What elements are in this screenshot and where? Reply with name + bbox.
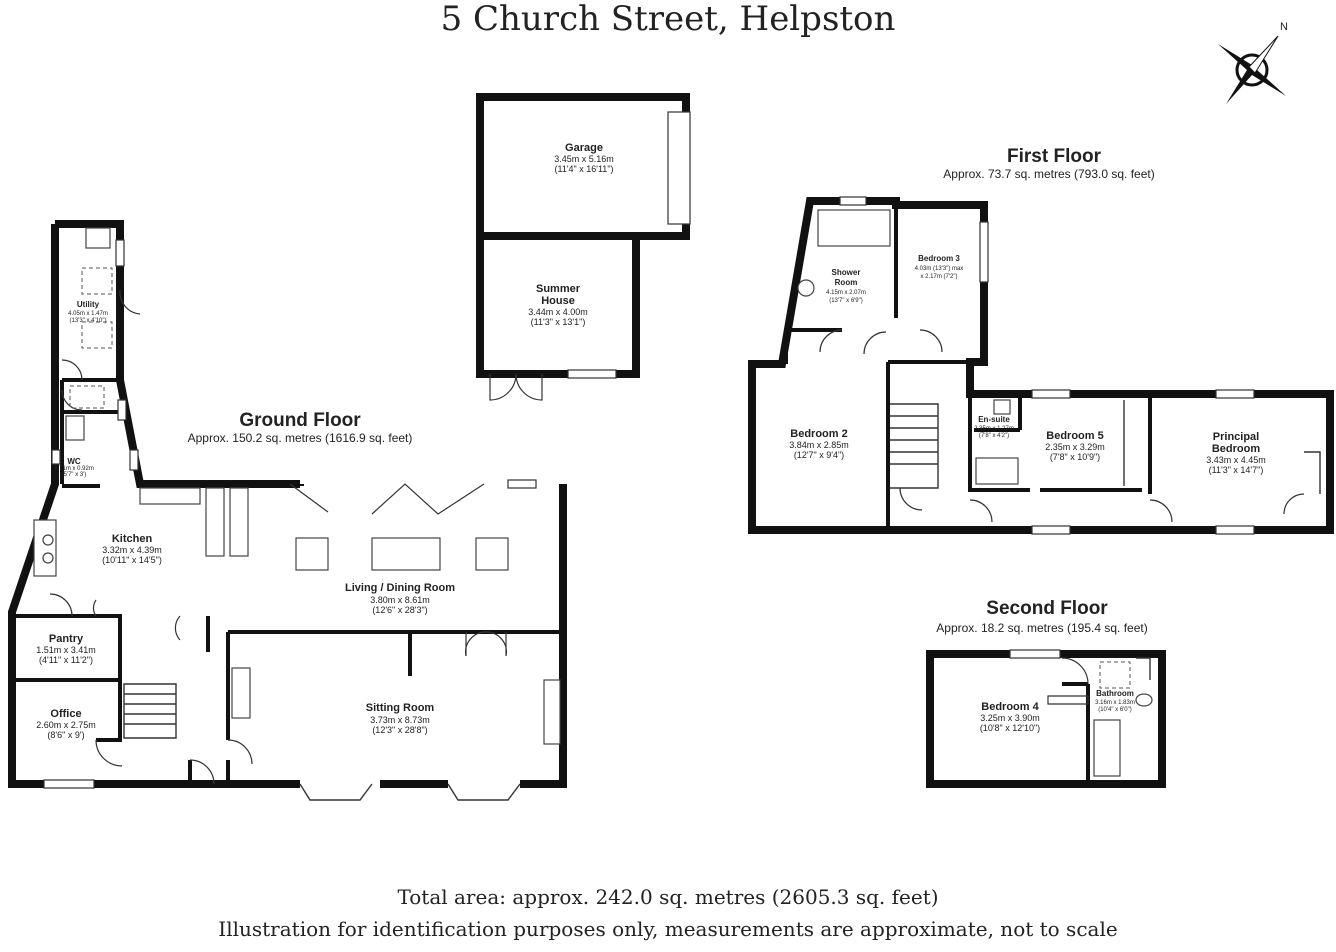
utility-dim-ft: (13'3" x 4'10") bbox=[70, 318, 107, 324]
living-dining-label: Living / Dining Room bbox=[345, 582, 455, 594]
shower-room-dim-ft: (13'7" x 6'9") bbox=[829, 298, 863, 304]
garage-door bbox=[667, 111, 691, 225]
bedroom4-dim-ft: (10'8" x 12'10") bbox=[980, 723, 1040, 733]
shower-tray bbox=[817, 209, 891, 247]
bathroom-dim-ft: (10'4" x 6'0") bbox=[1098, 707, 1132, 713]
sitting-room-label: Sitting Room bbox=[366, 702, 435, 714]
summer-house-label-1: Summer bbox=[536, 283, 581, 295]
compass-icon: N bbox=[1218, 21, 1288, 104]
bedroom4-label: Bedroom 4 bbox=[981, 701, 1039, 713]
bedroom3-dim-ft: x 2.17m (7'2") bbox=[921, 274, 958, 280]
pantry-dim-ft: (4'11" x 11'2") bbox=[39, 655, 93, 665]
summer-house-label-2: House bbox=[541, 295, 575, 307]
summer-house-dim-ft: (11'3" x 13'1") bbox=[531, 317, 586, 327]
pantry-dim-m: 1.51m x 3.41m bbox=[36, 645, 96, 655]
summer-house-walls bbox=[476, 236, 640, 378]
bedroom3-label: Bedroom 3 bbox=[918, 254, 960, 263]
compass-north-label: N bbox=[1280, 21, 1288, 33]
first-floor-title: First Floor bbox=[1007, 146, 1102, 167]
principal-bedroom-dim-ft: (11'3" x 14'7") bbox=[1209, 465, 1264, 475]
total-area-note: Total area: approx. 242.0 sq. metres (26… bbox=[397, 885, 938, 909]
summer-house-window bbox=[567, 369, 617, 379]
shower-window bbox=[839, 196, 867, 206]
bedroom2-dim-ft: (12'7" x 9'4") bbox=[794, 450, 844, 460]
utility-dim-m: 4.05m x 1.47m bbox=[68, 311, 108, 317]
living-dining-dim-m: 3.80m x 8.61m bbox=[370, 595, 430, 605]
kitchen-dim-m: 3.32m x 4.39m bbox=[102, 545, 162, 555]
utility-label: Utility bbox=[77, 300, 100, 309]
kitchen-label: Kitchen bbox=[112, 533, 153, 545]
bay-window-1 bbox=[299, 783, 373, 801]
first-floor-plan bbox=[748, 196, 1334, 535]
sitting-room-dim-ft: (12'3" x 28'8") bbox=[372, 725, 427, 735]
living-window bbox=[507, 479, 537, 489]
bedroom2-dim-m: 3.84m x 2.85m bbox=[789, 440, 849, 450]
ensuite-label: En-suite bbox=[978, 415, 1010, 424]
summer-house-dim-m: 3.44m x 4.00m bbox=[528, 307, 588, 317]
office-dim-ft: (8'6" x 9') bbox=[47, 730, 84, 740]
office-dim-m: 2.60m x 2.75m bbox=[36, 720, 96, 730]
principal-bedroom-dim-m: 3.43m x 4.45m bbox=[1206, 455, 1266, 465]
second-floor-plan bbox=[926, 649, 1166, 788]
first-floor-area: Approx. 73.7 sq. metres (793.0 sq. feet) bbox=[943, 167, 1154, 181]
office-window bbox=[43, 779, 95, 789]
kitchen-dim-ft: (10'11" x 14'5") bbox=[102, 555, 162, 565]
ground-floor-title: Ground Floor bbox=[239, 410, 361, 431]
bedroom4-dim-m: 3.25m x 3.90m bbox=[980, 713, 1040, 723]
bedroom5-label: Bedroom 5 bbox=[1046, 430, 1103, 442]
living-dining-dim-ft: (12'6" x 28'3") bbox=[372, 605, 427, 615]
bedroom3-window bbox=[979, 221, 989, 283]
wc-dim-m: 1.71m x 0.92m bbox=[54, 466, 94, 472]
wc-label: WC bbox=[67, 457, 81, 466]
ensuite-dim-m: 2.35m x 1.27m bbox=[974, 426, 1014, 432]
shower-room-dim-m: 4.15m x 2.07m bbox=[826, 290, 866, 296]
disclaimer-note: Illustration for identification purposes… bbox=[218, 917, 1117, 941]
bedroom3-dim-m: 4.03m (13'3") max bbox=[915, 266, 964, 272]
bedroom5-dim-m: 2.35m x 3.29m bbox=[1045, 442, 1105, 452]
bedroom5-dim-ft: (7'8" x 10'9") bbox=[1050, 452, 1100, 462]
office-label: Office bbox=[50, 708, 81, 720]
second-floor-title: Second Floor bbox=[986, 598, 1108, 619]
bay-window-2 bbox=[447, 783, 521, 801]
garage-dim-ft: (11'4" x 16'11") bbox=[554, 164, 613, 174]
sitting-room-dim-m: 3.73m x 8.73m bbox=[370, 715, 430, 725]
shower-room-label-1: Shower bbox=[832, 268, 861, 277]
principal-bedroom-label-2: Bedroom bbox=[1212, 443, 1261, 455]
principal-bedroom-label-1: Principal bbox=[1213, 431, 1259, 443]
bedroom2-label: Bedroom 2 bbox=[790, 428, 847, 440]
shower-room-label-2: Room bbox=[835, 278, 858, 287]
first-staircase bbox=[890, 403, 939, 489]
ground-floor-area: Approx. 150.2 sq. metres (1616.9 sq. fee… bbox=[188, 431, 413, 445]
bifold-doors bbox=[289, 483, 485, 515]
bathroom-dim-m: 3.16m x 1.83m bbox=[1095, 700, 1135, 706]
summer-house-doors bbox=[489, 373, 543, 401]
pantry-label: Pantry bbox=[49, 633, 84, 645]
second-floor-area: Approx. 18.2 sq. metres (195.4 sq. feet) bbox=[936, 621, 1147, 635]
ground-staircase bbox=[123, 683, 177, 739]
bathroom-label: Bathroom bbox=[1096, 689, 1134, 698]
ground-floor-plan bbox=[7, 220, 567, 801]
property-title: 5 Church Street, Helpston bbox=[441, 0, 896, 39]
wc-dim-ft: (5'7" x 3') bbox=[62, 472, 87, 478]
ensuite-dim-ft: (7'8" x 4'2") bbox=[979, 433, 1009, 439]
outbuildings-plan bbox=[476, 93, 691, 401]
garage-dim-m: 3.45m x 5.16m bbox=[554, 154, 614, 164]
garage-label: Garage bbox=[565, 142, 603, 154]
